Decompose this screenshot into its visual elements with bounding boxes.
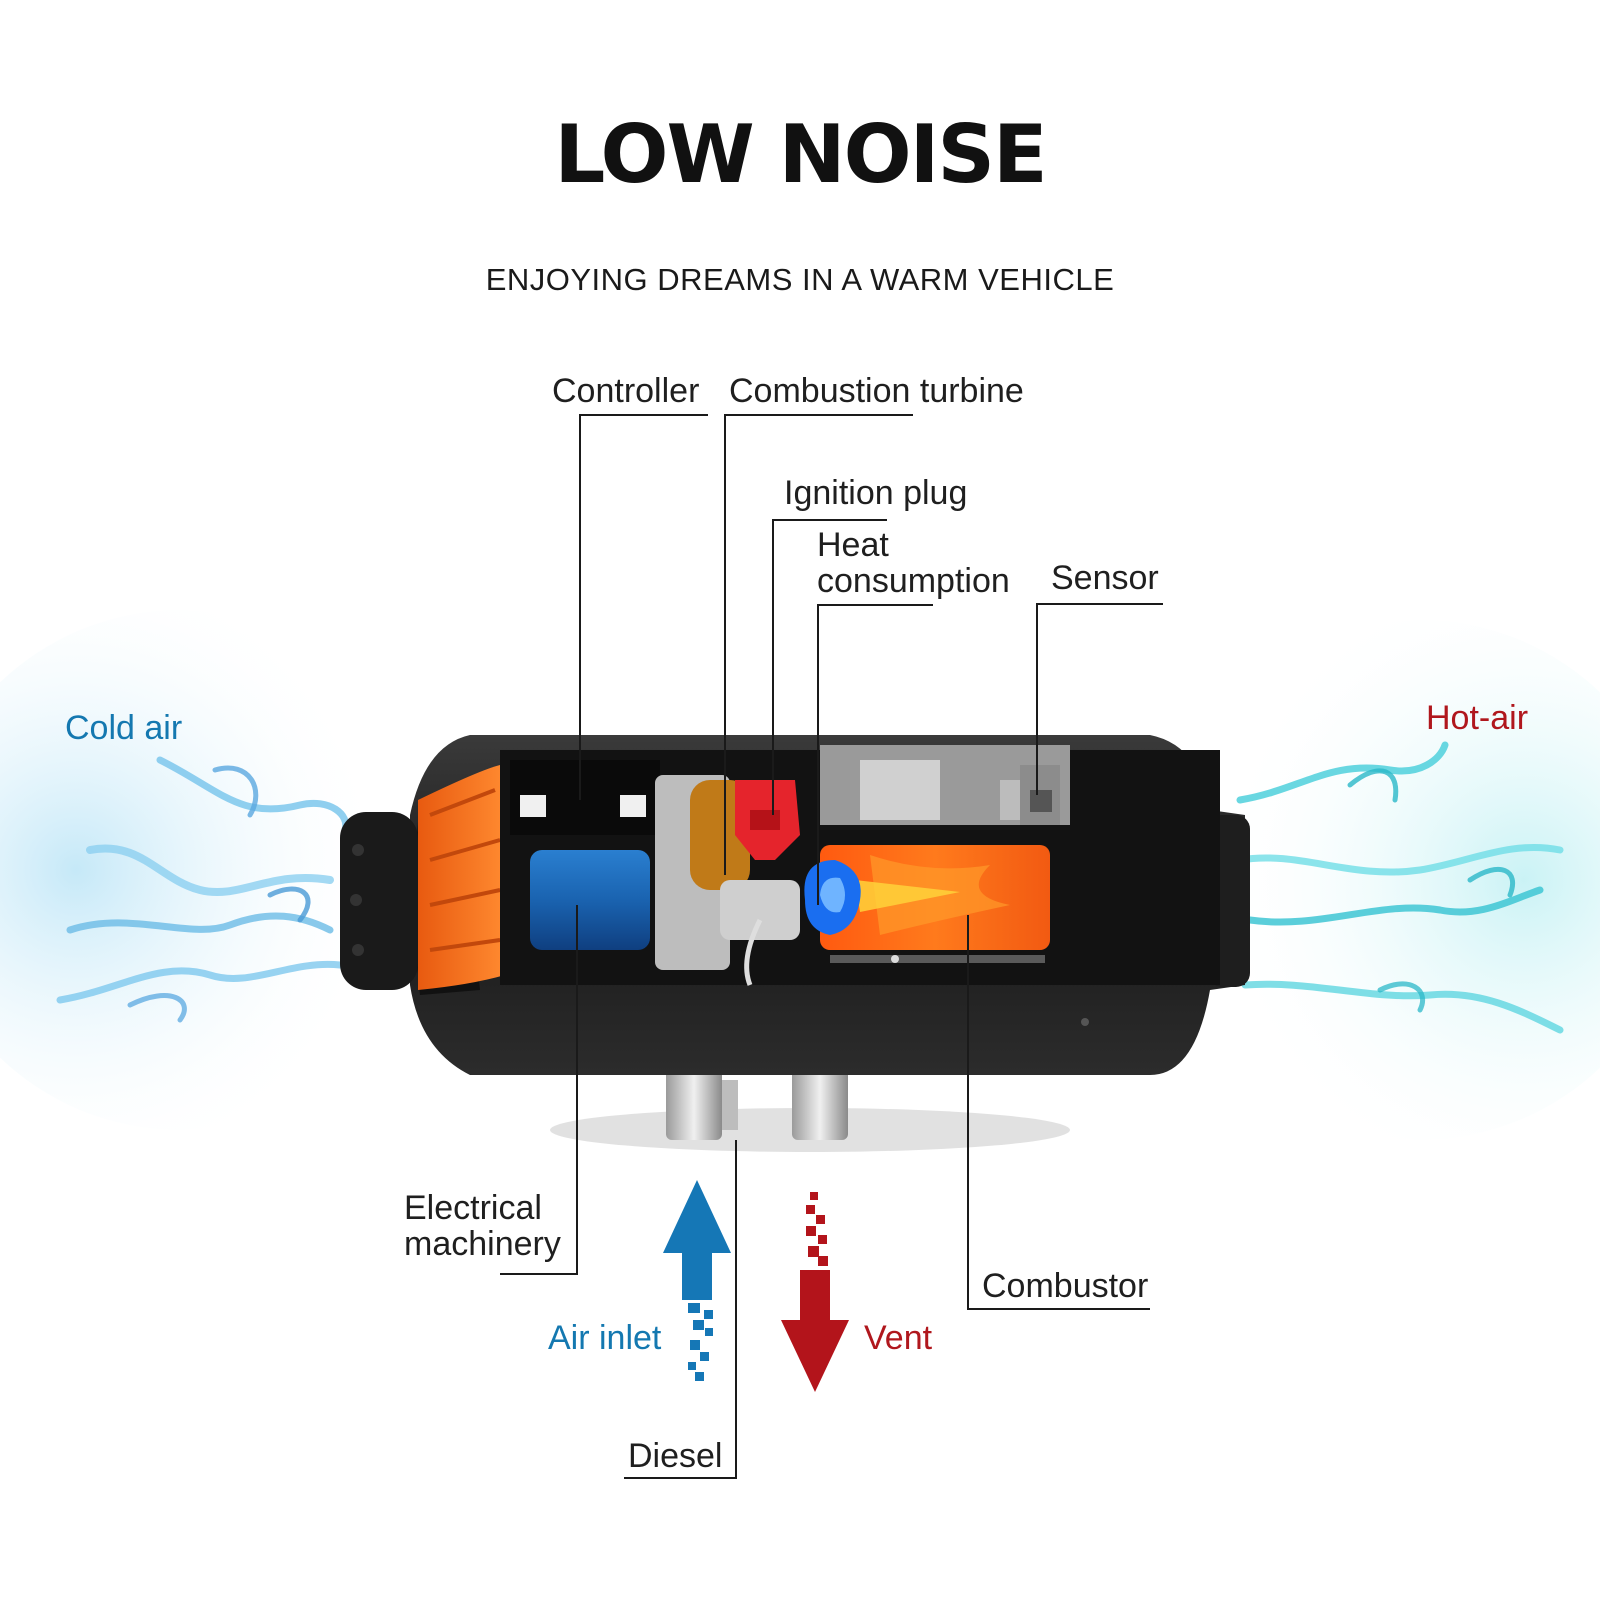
label-sensor: Sensor — [1051, 559, 1159, 597]
hot-air-glow — [1160, 620, 1600, 1140]
leader-combustor — [967, 915, 1150, 1310]
leader-ignition-plug — [772, 519, 887, 815]
label-cold-air: Cold air — [65, 709, 183, 747]
hot-air-wisps — [1236, 741, 1564, 1034]
vent-arrow — [781, 1192, 849, 1392]
leader-diesel — [624, 1140, 737, 1479]
label-combustor: Combustor — [982, 1267, 1149, 1305]
air-inlet-arrow — [663, 1180, 731, 1381]
label-controller: Controller — [552, 372, 700, 410]
cold-air-glow — [0, 610, 440, 1130]
heater-pipes — [666, 1060, 848, 1140]
leader-combustion-turbine — [724, 414, 913, 875]
leader-sensor — [1036, 603, 1163, 795]
label-vent: Vent — [864, 1319, 933, 1357]
page-title: LOW NOISE — [554, 108, 1047, 201]
leader-electrical-machinery — [500, 905, 578, 1275]
leader-heat-consumption — [817, 604, 933, 905]
heater-inlet-fan — [340, 765, 505, 995]
heater-cutaway — [500, 745, 1220, 986]
label-diesel: Diesel — [628, 1437, 723, 1475]
label-ignition-plug: Ignition plug — [784, 474, 968, 512]
leader-controller — [579, 414, 708, 800]
label-hot-air: Hot-air — [1426, 699, 1529, 737]
cold-air-wisps — [56, 756, 350, 1023]
label-air-inlet: Air inlet — [548, 1319, 662, 1357]
label-electrical-machinery: Electrical machinery — [404, 1189, 561, 1263]
label-combustion-turbine: Combustion turbine — [729, 372, 1024, 410]
leader-lines — [500, 414, 1163, 1479]
page-subtitle: ENJOYING DREAMS IN A WARM VEHICLE — [485, 262, 1115, 297]
label-heat-consumption: Heat consumption — [817, 526, 1010, 600]
